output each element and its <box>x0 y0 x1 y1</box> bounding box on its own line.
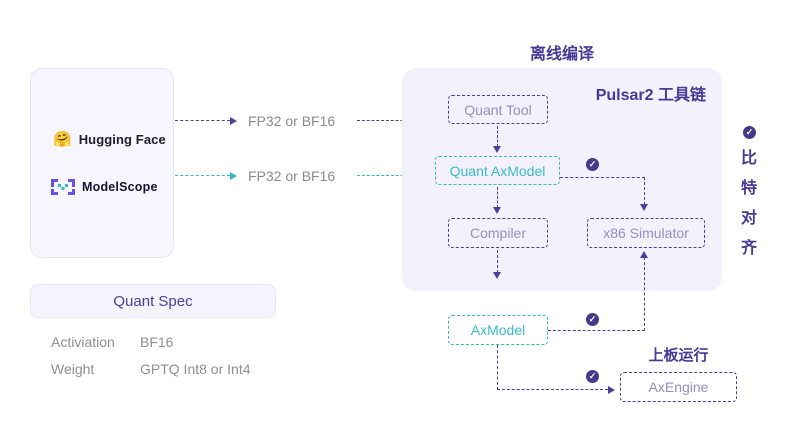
check-icon: ✓ <box>588 314 597 324</box>
spec-weight-value: GPTQ Int8 or Int4 <box>140 361 251 377</box>
node-axmodel: AxModel <box>448 315 548 345</box>
connector-ms-out <box>175 175 230 176</box>
connector-quantax-x86-v <box>644 177 645 205</box>
connector-quantax-x86-h <box>560 177 645 178</box>
node-x86-simulator: x86 Simulator <box>587 218 705 248</box>
connector-to-quant-tool <box>357 120 413 121</box>
connector-hf-out <box>175 120 230 121</box>
bit-align-char: 对 <box>740 210 757 227</box>
check-icon: ✓ <box>588 159 597 169</box>
check-badge-axmodel-sim: ✓ <box>586 313 599 326</box>
node-quant-tool: Quant Tool <box>448 95 548 124</box>
arrowhead-quantax-x86 <box>640 204 648 211</box>
arrowhead-compiler-out <box>493 272 501 279</box>
quant-spec-header: Quant Spec <box>30 284 276 318</box>
bit-align-char: 比 <box>740 150 757 167</box>
spec-activation-value: BF16 <box>140 334 174 350</box>
node-compiler: Compiler <box>448 218 548 248</box>
check-icon: ✓ <box>588 371 597 381</box>
modelscope-label: ModelScope <box>82 180 158 194</box>
arrowhead-quanttool-quantax <box>493 146 501 153</box>
modelscope-icon <box>51 179 75 195</box>
bit-align-char: 特 <box>740 180 757 197</box>
hugging-face-icon: 🤗 <box>53 131 72 148</box>
huggingface-source: 🤗 Hugging Face <box>53 132 166 147</box>
toolchain-title: Pulsar2 工具链 <box>595 87 706 104</box>
node-quant-axmodel: Quant AxModel <box>435 156 560 185</box>
huggingface-label: Hugging Face <box>78 132 166 147</box>
arrowhead-quantax-compiler <box>493 207 501 214</box>
check-badge-bit-align: ✓ <box>743 126 756 139</box>
check-badge-quant-axmodel: ✓ <box>586 158 599 171</box>
check-icon: ✓ <box>745 127 754 137</box>
offline-compile-title: 离线编译 <box>529 46 594 63</box>
bit-align-label: 比 特 对 齐 <box>735 144 763 264</box>
spec-activation-label: Activiation <box>51 334 115 350</box>
connector-quantax-compiler <box>497 187 498 208</box>
connector-axmodel-x86-v <box>644 257 645 331</box>
check-badge-axengine: ✓ <box>586 370 599 383</box>
connector-compiler-out <box>497 250 498 273</box>
connector-axmodel-x86-h <box>548 330 645 331</box>
arrowhead-axmodel-engine <box>608 386 615 394</box>
spec-weight-label: Weight <box>51 361 95 377</box>
node-axengine: AxEngine <box>620 372 737 402</box>
modelscope-source: ModelScope <box>51 179 158 195</box>
connector-to-quant-axmodel <box>357 175 423 176</box>
flow-label-top: FP32 or BF16 <box>248 113 336 129</box>
connector-quanttool-quantax <box>497 126 498 147</box>
arrowhead-hf-out <box>230 117 237 125</box>
arrowhead-ms-out <box>230 172 237 180</box>
pulsar2-toolchain-container: Pulsar2 工具链 <box>402 68 722 291</box>
arrowhead-axmodel-x86 <box>640 251 648 258</box>
bit-align-char: 齐 <box>740 240 757 257</box>
model-sources-panel: 🤗 Hugging Face ModelScope <box>30 68 174 258</box>
flow-label-bottom: FP32 or BF16 <box>248 168 336 184</box>
connector-axmodel-engine-v <box>497 345 498 390</box>
board-run-title: 上板运行 <box>648 347 709 364</box>
connector-axmodel-engine-h <box>497 389 608 390</box>
